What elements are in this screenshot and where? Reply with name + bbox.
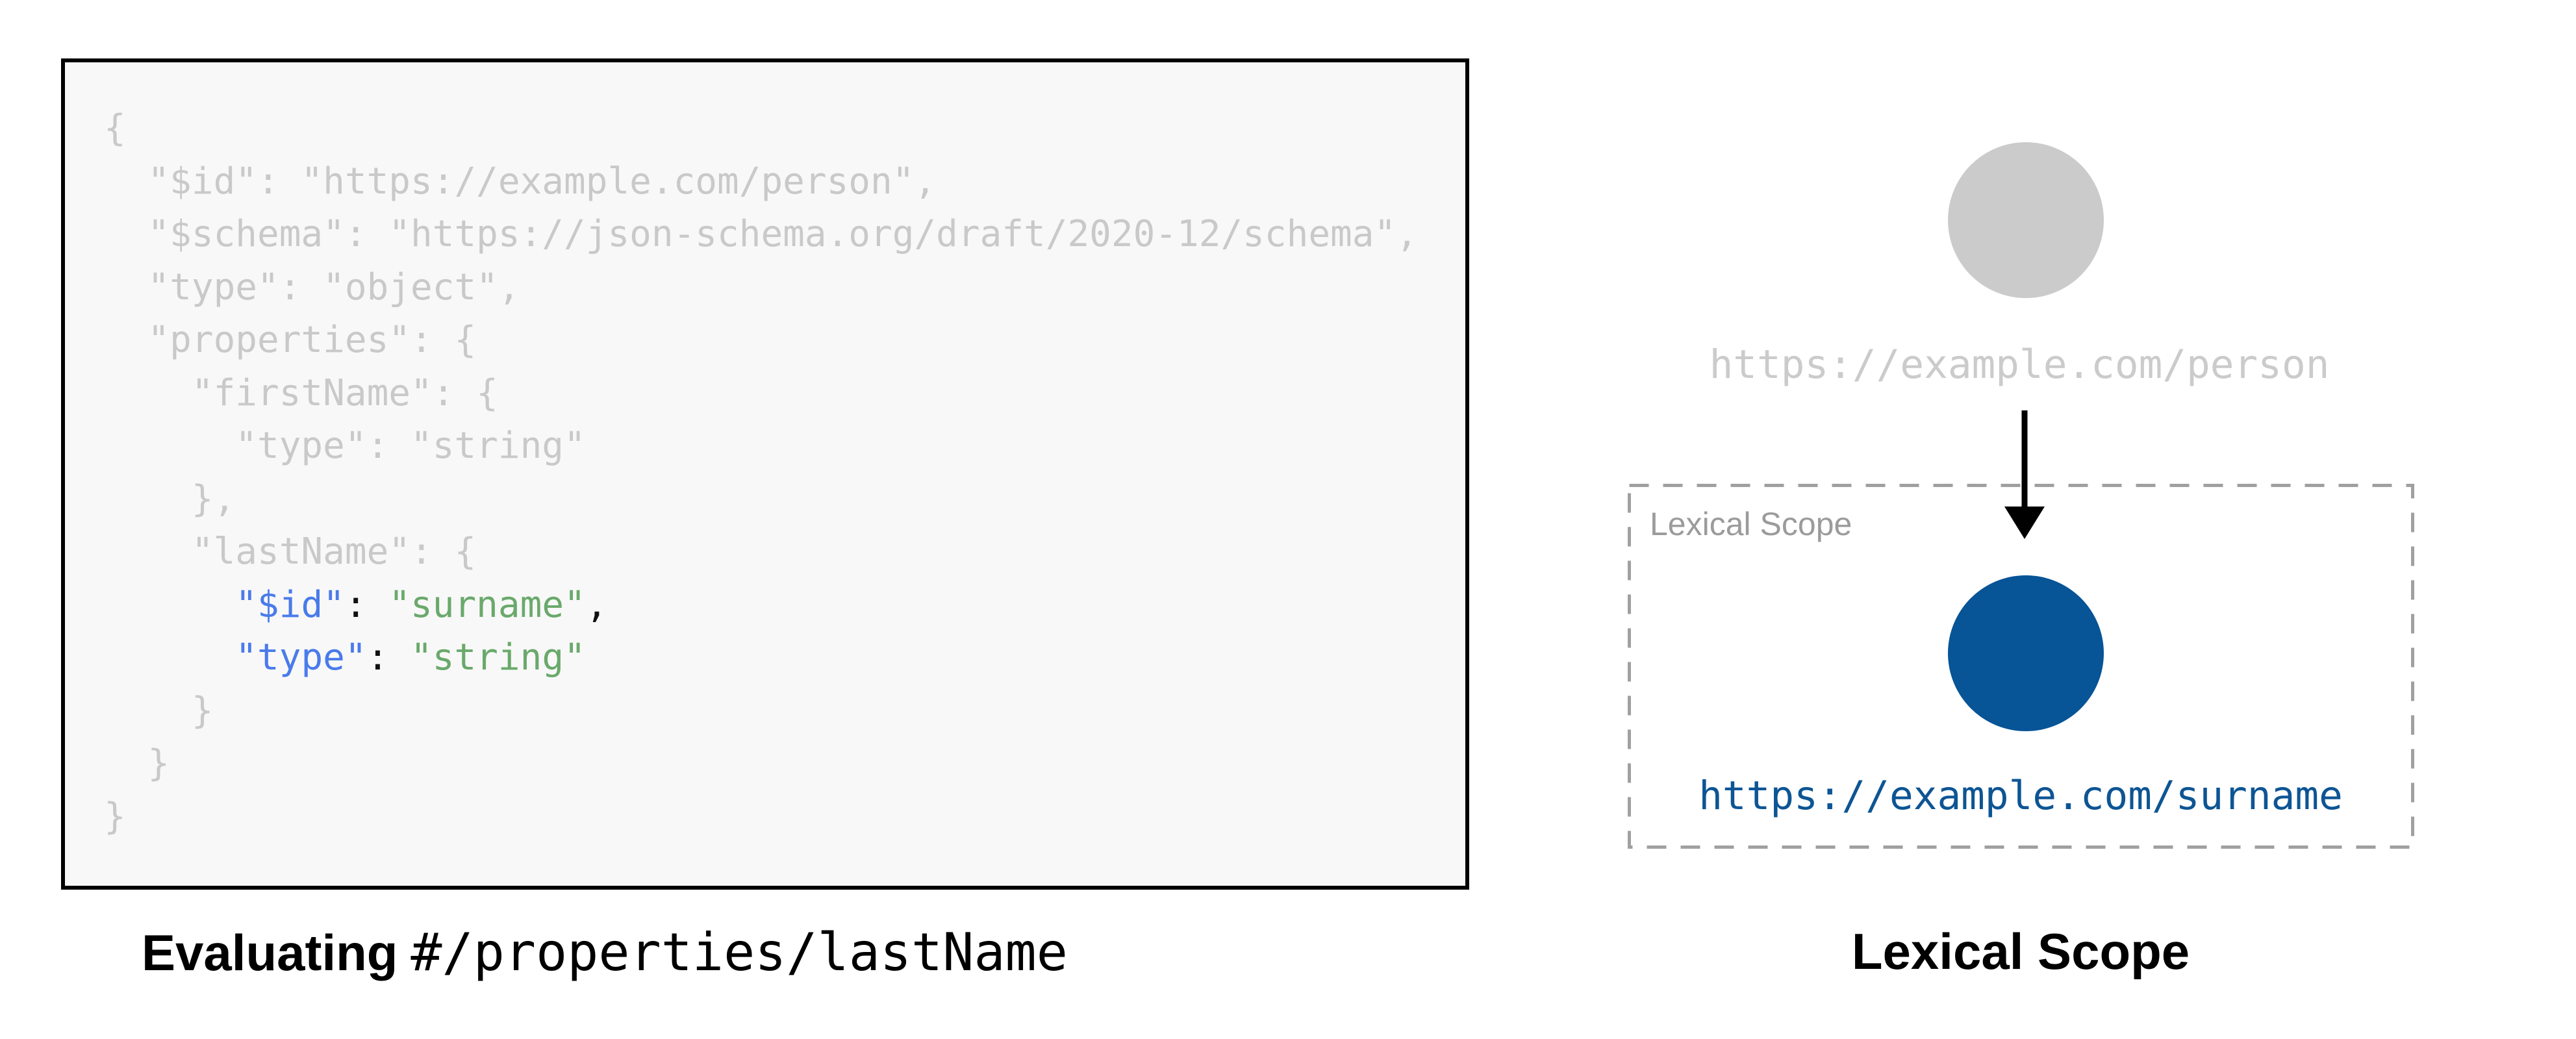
code-token-punct: : (344, 583, 367, 626)
child-schema-circle (1948, 575, 2104, 731)
code-line: "lastName": { (104, 525, 1418, 579)
code-line: } (104, 684, 1418, 738)
code-token-muted: "$id": "https://example.com/person", (104, 160, 937, 203)
code-line: "properties": { (104, 314, 1418, 367)
parent-schema-circle (1948, 142, 2104, 298)
caption-evaluating-text: Evaluating (142, 924, 398, 981)
caption-json-pointer: #/properties/lastName (410, 922, 1068, 983)
code-token-muted: } (104, 689, 214, 732)
code-line: } (104, 790, 1418, 844)
code-line: "firstName": { (104, 367, 1418, 420)
child-uri-label: https://example.com/surname (1698, 773, 2343, 819)
code-token-string: "string" (410, 636, 586, 679)
code-token-muted: "$schema": "https://json-schema.org/draf… (104, 213, 1418, 255)
parent-uri-label: https://example.com/person (1709, 342, 2330, 388)
code-line: "type": "object", (104, 261, 1418, 314)
code-line: "$id": "surname", (104, 579, 1418, 632)
code-token-muted: "properties": { (104, 319, 477, 361)
code-line: "$schema": "https://json-schema.org/draf… (104, 208, 1418, 261)
diagram-caption: Lexical Scope (1851, 923, 2190, 980)
code-token-muted: }, (104, 477, 236, 520)
lexical-scope-box-label: Lexical Scope (1650, 506, 1852, 542)
code-token-muted (367, 584, 389, 626)
code-line: { (104, 102, 1418, 155)
code-panel-caption: Evaluating#/properties/lastName (142, 922, 1068, 983)
lexical-scope-dashed-box (1628, 484, 2414, 849)
code-line: }, (104, 473, 1418, 526)
code-token-muted: "type": "object", (104, 266, 520, 308)
code-line: } (104, 737, 1418, 790)
code-token-muted (388, 636, 410, 679)
code-token-string: "surname" (388, 583, 586, 626)
schema-code-panel: { "$id": "https://example.com/person", "… (61, 58, 1469, 890)
code-token-key: "type" (235, 636, 367, 679)
code-line: "$id": "https://example.com/person", (104, 155, 1418, 208)
code-token-muted (104, 636, 235, 679)
code-block: { "$id": "https://example.com/person", "… (104, 102, 1418, 843)
code-token-muted: } (104, 795, 126, 838)
code-line: "type": "string" (104, 631, 1418, 684)
down-arrow-icon (2004, 410, 2045, 539)
code-token-muted (104, 584, 235, 626)
code-token-punct: : (366, 636, 389, 679)
code-token-muted: "lastName": { (104, 531, 477, 573)
code-token-muted: "type": "string" (104, 425, 586, 467)
code-token-muted: "firstName": { (104, 371, 498, 414)
code-token-muted: { (104, 107, 126, 149)
code-line: "type": "string" (104, 419, 1418, 473)
code-token-muted: } (104, 742, 170, 784)
code-token-punct: , (585, 583, 608, 626)
code-token-key: "$id" (235, 583, 345, 626)
